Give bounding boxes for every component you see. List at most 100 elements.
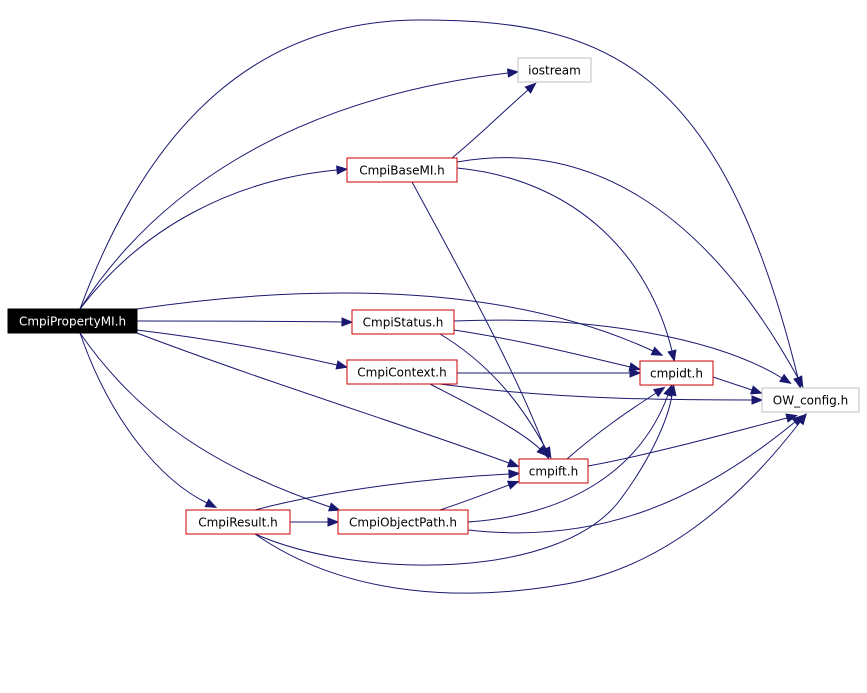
edge-CmpiPropertyMI-to-CmpiStatus: [136, 317, 354, 327]
edge-CmpiContext-to-OW_config: [439, 383, 764, 405]
edge-CmpiPropertyMI-to-CmpiContext: [136, 329, 349, 370]
node-label[interactable]: CmpiBaseMI.h: [359, 164, 445, 178]
edge-arrowhead: [341, 317, 354, 327]
node-OW_config[interactable]: OW_config.h: [761, 387, 860, 413]
edge-line: [79, 332, 331, 508]
edge-line: [254, 394, 673, 566]
edge-arrowhead: [536, 445, 549, 457]
node-label[interactable]: CmpiPropertyMI.h: [19, 315, 126, 329]
edge-arrowhead: [628, 362, 642, 372]
node-label[interactable]: cmpift.h: [529, 465, 578, 479]
edge-line: [136, 329, 338, 366]
edge-CmpiStatus-to-OW_config: [453, 319, 792, 384]
edge-arrowhead: [629, 368, 642, 378]
node-label[interactable]: CmpiObjectPath.h: [349, 516, 457, 530]
node-label[interactable]: CmpiResult.h: [198, 516, 278, 530]
node-label[interactable]: OW_config.h: [773, 394, 848, 408]
node-CmpiBaseMI[interactable]: CmpiBaseMI.h: [346, 157, 458, 183]
edge-CmpiPropertyMI-to-CmpiBaseMI: [79, 165, 349, 310]
edge-line: [467, 394, 669, 523]
edge-arrowhead: [506, 68, 520, 78]
edge-arrowhead: [667, 349, 677, 363]
node-box[interactable]: [639, 360, 714, 386]
edge-line: [439, 383, 753, 401]
node-cmpift[interactable]: cmpift.h: [518, 458, 589, 484]
edges-layer: [79, 19, 807, 594]
edge-line: [136, 320, 343, 323]
edge-CmpiPropertyMI-to-iostream: [79, 68, 520, 310]
edge-arrowhead: [793, 375, 804, 388]
edge-arrowhead: [650, 346, 664, 356]
edge-CmpiResult-to-cmpidt: [254, 383, 677, 566]
edge-line: [79, 332, 208, 504]
edge-line: [453, 329, 631, 368]
edge-arrowhead: [652, 386, 666, 398]
edge-CmpiBaseMI-to-cmpidt: [456, 167, 677, 363]
edge-arrowhead: [791, 414, 804, 426]
edge-line: [136, 332, 510, 464]
edge-CmpiPropertyMI-to-CmpiResult: [79, 332, 218, 508]
nodes-layer: CmpiPropertyMI.h iostreamCmpiBaseMI.hCmpi…: [7, 57, 860, 535]
edge-cmpidt-to-OW_config: [712, 376, 763, 395]
edge-line: [439, 333, 547, 450]
node-box[interactable]: [7, 308, 138, 334]
edge-line: [456, 167, 673, 352]
edge-CmpiObjectPath-to-cmpidt: [467, 384, 673, 523]
edge-line: [136, 292, 654, 352]
node-CmpiStatus[interactable]: CmpiStatus.h: [351, 309, 455, 335]
edge-arrowhead: [506, 458, 520, 468]
node-box[interactable]: [351, 309, 455, 335]
edge-line: [79, 19, 799, 379]
edge-CmpiPropertyMI-to-cmpidt: [136, 292, 664, 356]
edge-cmpift-to-cmpidt: [566, 386, 666, 460]
edge-arrowhead: [328, 502, 341, 512]
edge-CmpiResult-to-CmpiObjectPath: [290, 517, 340, 527]
node-box[interactable]: [346, 359, 458, 385]
edge-arrowhead: [751, 395, 764, 405]
edge-line: [79, 169, 338, 310]
node-box[interactable]: [185, 509, 291, 535]
edge-arrowhead: [750, 385, 763, 395]
edge-arrowhead: [204, 498, 218, 508]
edge-line: [456, 157, 799, 379]
edge-line: [254, 421, 801, 594]
node-CmpiPropertyMI[interactable]: CmpiPropertyMI.h: [7, 308, 138, 334]
node-cmpidt[interactable]: cmpidt.h: [639, 360, 714, 386]
edge-arrowhead: [663, 384, 673, 398]
edge-line: [411, 181, 546, 450]
edge-line: [254, 473, 510, 511]
edge-line: [587, 417, 788, 467]
edge-CmpiBaseMI-to-OW_config: [456, 157, 804, 388]
edge-CmpiObjectPath-to-cmpift: [439, 480, 520, 511]
edge-line: [439, 484, 510, 511]
edge-cmpift-to-OW_config: [587, 413, 798, 467]
node-box[interactable]: [337, 509, 469, 535]
edge-line: [451, 89, 529, 159]
node-label[interactable]: iostream: [528, 64, 581, 78]
edge-CmpiContext-to-cmpidt: [457, 368, 642, 378]
edge-arrowhead: [336, 165, 349, 175]
node-box[interactable]: [346, 157, 458, 183]
edge-CmpiObjectPath-to-OW_config: [467, 414, 804, 534]
edge-arrowhead: [506, 480, 520, 490]
node-label[interactable]: cmpidt.h: [650, 367, 703, 381]
edge-CmpiContext-to-cmpift: [429, 383, 549, 457]
node-CmpiObjectPath[interactable]: CmpiObjectPath.h: [337, 509, 469, 535]
node-CmpiResult[interactable]: CmpiResult.h: [185, 509, 291, 535]
edge-CmpiStatus-to-cmpidt: [453, 329, 642, 372]
node-box[interactable]: [517, 57, 592, 83]
edge-arrowhead: [327, 517, 340, 527]
edge-CmpiPropertyMI-to-cmpift: [136, 332, 520, 468]
node-CmpiContext[interactable]: CmpiContext.h: [346, 359, 458, 385]
node-box[interactable]: [761, 387, 860, 413]
edge-CmpiPropertyMI-to-CmpiObjectPath: [79, 332, 341, 512]
node-label[interactable]: CmpiStatus.h: [363, 316, 444, 330]
edge-CmpiResult-to-cmpift: [254, 469, 521, 511]
edge-arrowhead: [779, 373, 792, 384]
node-iostream[interactable]: iostream: [517, 57, 592, 83]
node-label[interactable]: CmpiContext.h: [357, 366, 446, 380]
edge-line: [453, 319, 783, 379]
edge-CmpiStatus-to-cmpift: [439, 333, 552, 459]
node-box[interactable]: [518, 458, 589, 484]
